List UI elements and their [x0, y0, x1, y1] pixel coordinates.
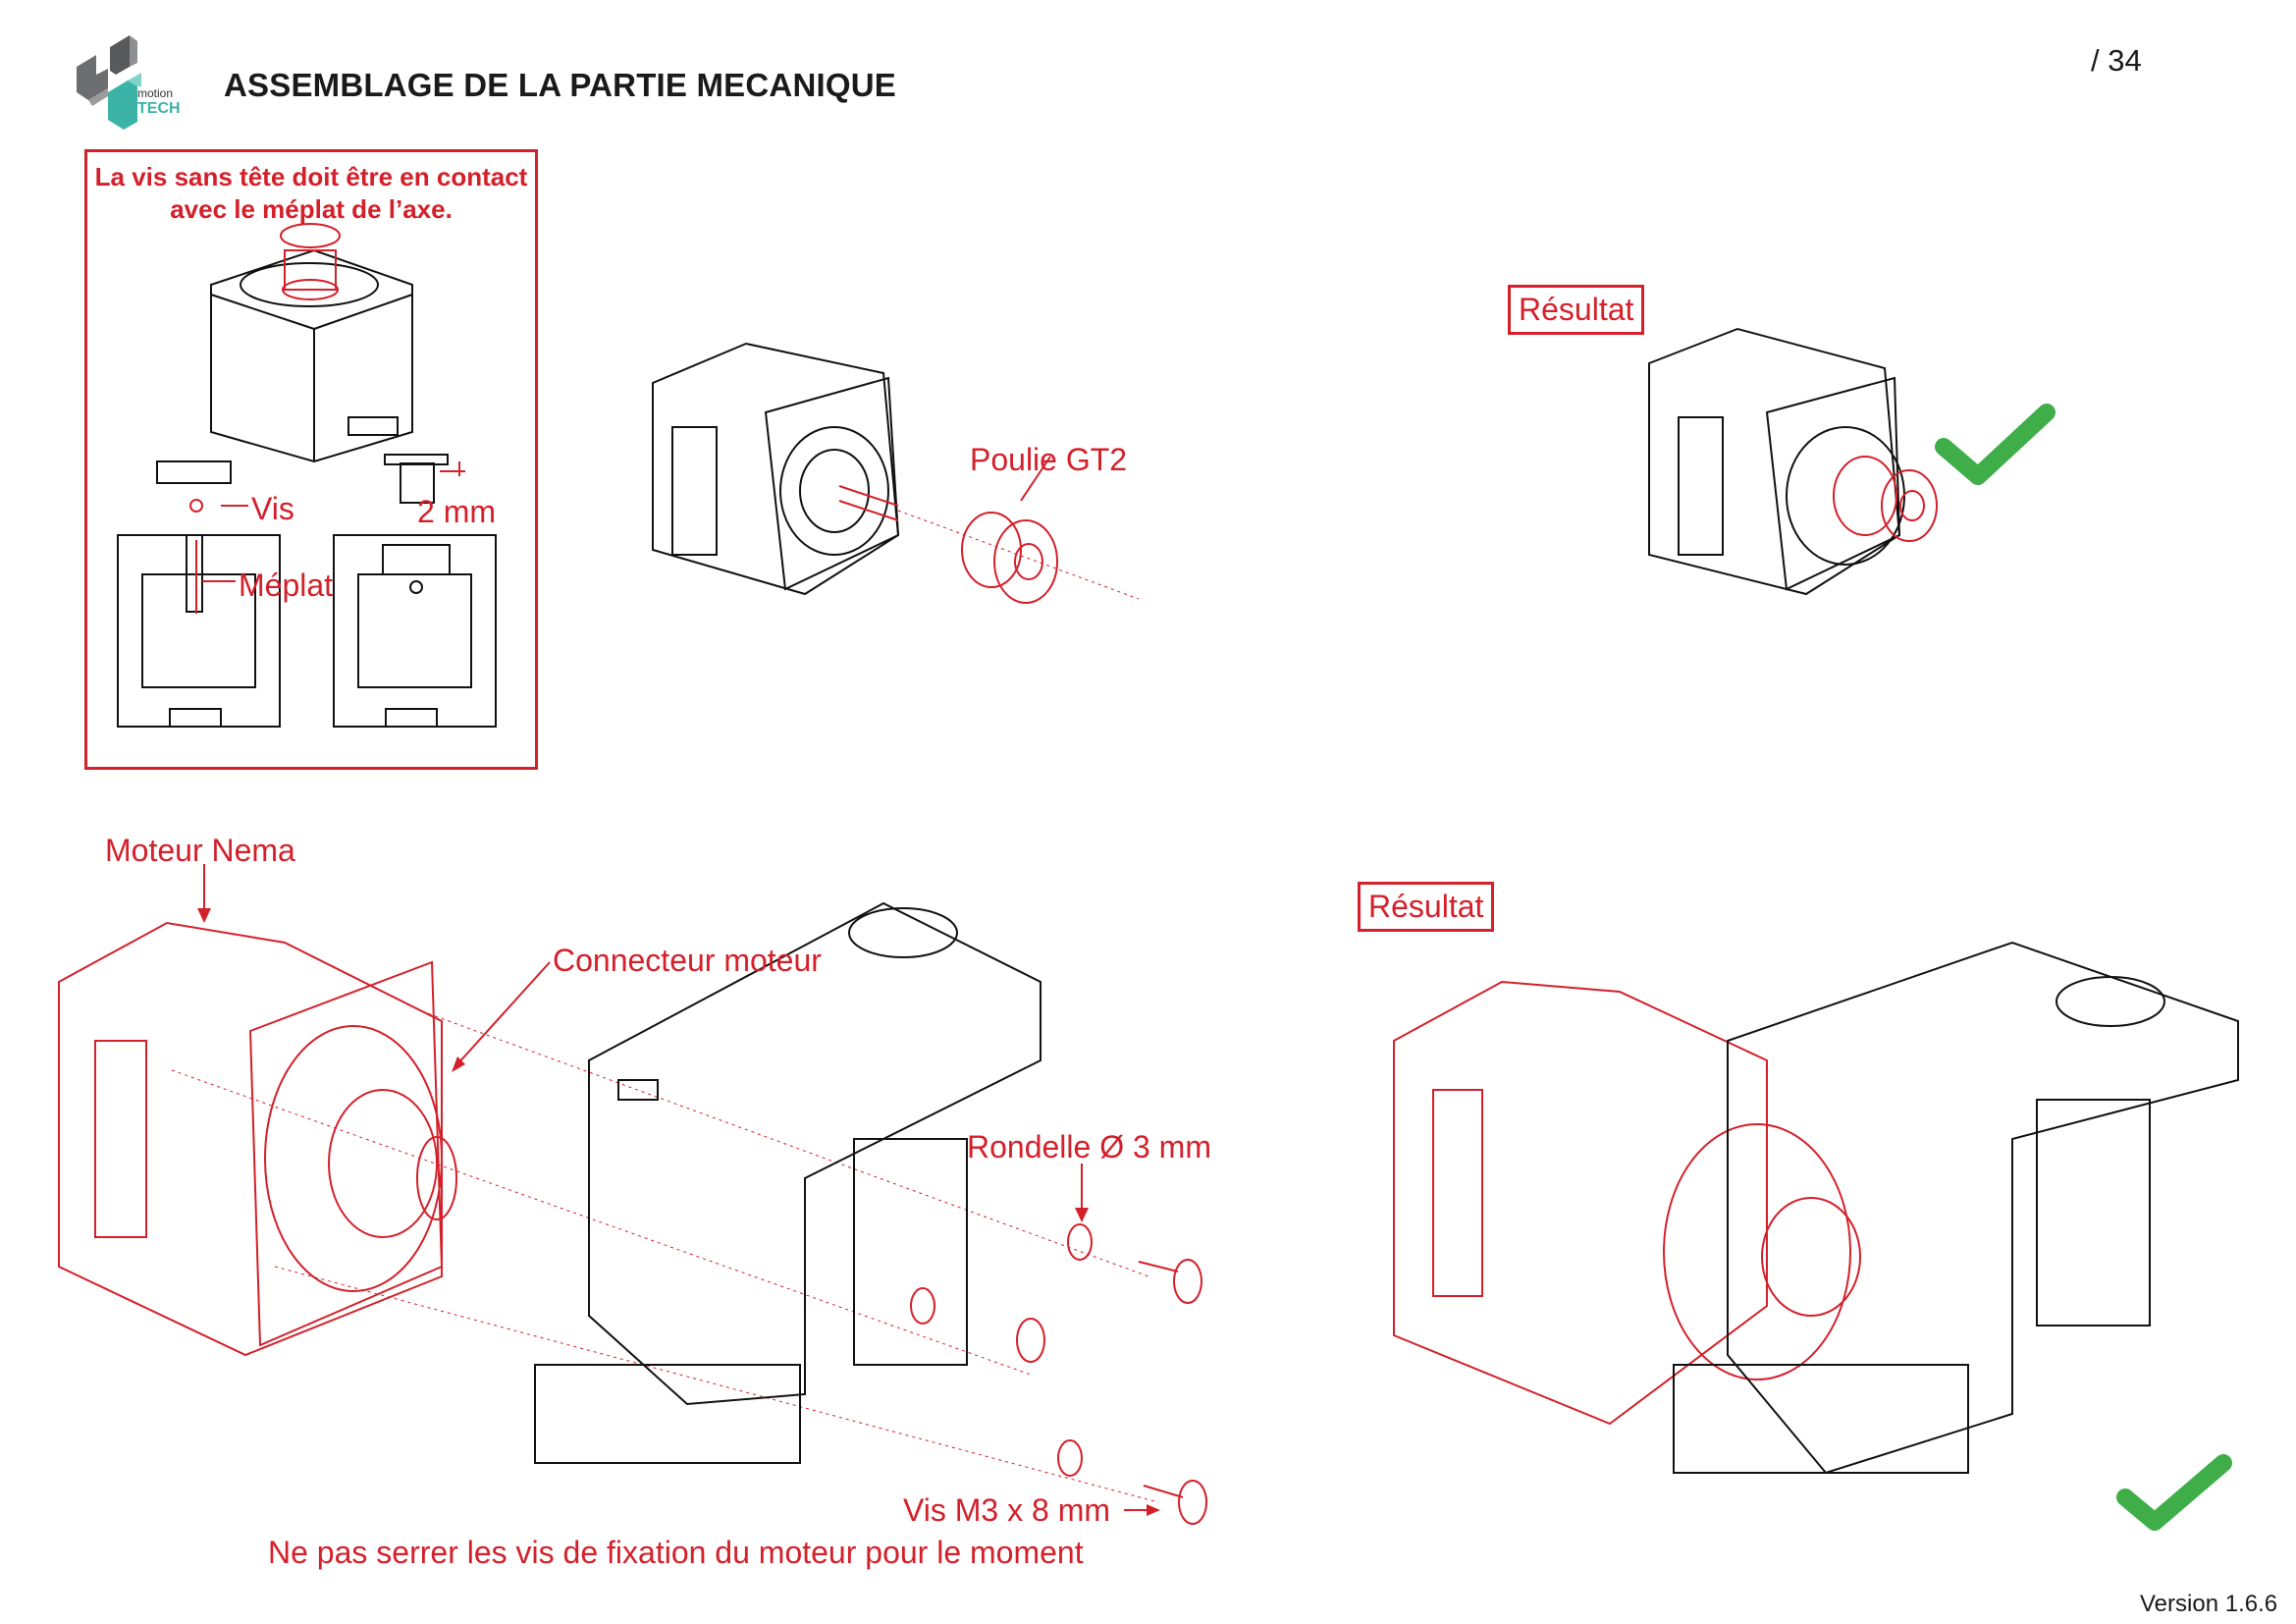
check-icon-result-1 — [1935, 404, 2056, 485]
logo-text-tech: TECH — [137, 100, 181, 117]
check-icon-result-2 — [2116, 1454, 2232, 1531]
nema-motor-drawing — [58, 921, 457, 1357]
result-nema-motor-drawing — [1393, 980, 1861, 1426]
label-rondelle: Rondelle Ø 3 mm — [967, 1129, 1211, 1164]
inset-pulley-drawing — [280, 223, 341, 300]
motor-bracket-drawing — [534, 901, 1041, 1464]
label-vis: Vis — [251, 491, 294, 526]
e-motion-tech-logo-icon — [77, 35, 141, 130]
page-title: ASSEMBLAGE DE LA PARTIE MECANIQUE — [224, 67, 896, 103]
result-label-1: Résultat — [1508, 285, 1645, 335]
result-motor-pulley-drawing — [1648, 327, 1905, 596]
page-number: / 34 — [2091, 43, 2142, 78]
pulley-gt2-drawing — [961, 512, 1058, 604]
inset-warning: La vis sans tête doit être en contact av… — [94, 162, 528, 224]
motor-exploded-drawing — [652, 342, 900, 596]
inset-motor-side-right — [333, 454, 497, 728]
screws-washers-drawing — [910, 1223, 1207, 1525]
company-logo: motion TECH — [69, 27, 187, 131]
label-meplat: Méplat — [239, 568, 334, 603]
result-bracket-drawing — [1673, 941, 2239, 1475]
logo-text-motion: motion — [137, 86, 174, 100]
version-label: Version 1.6.6 — [2140, 1591, 2278, 1617]
inset-frame — [84, 149, 538, 770]
inset-motor-side-left — [117, 460, 281, 728]
inset-motor-iso-drawing — [210, 248, 413, 463]
label-vis-m3: Vis M3 x 8 mm — [903, 1492, 1110, 1528]
label-poulie-gt2: Poulie GT2 — [970, 442, 1128, 477]
label-connecteur-moteur: Connecteur moteur — [553, 943, 822, 978]
shaft-drawing — [838, 485, 899, 521]
label-gap-2mm: 2 mm — [417, 494, 496, 529]
motor-screws-warning: Ne pas serrer les vis de fixation du mot… — [268, 1535, 1084, 1570]
result-label-2: Résultat — [1358, 882, 1495, 932]
label-moteur-nema: Moteur Nema — [105, 833, 295, 868]
